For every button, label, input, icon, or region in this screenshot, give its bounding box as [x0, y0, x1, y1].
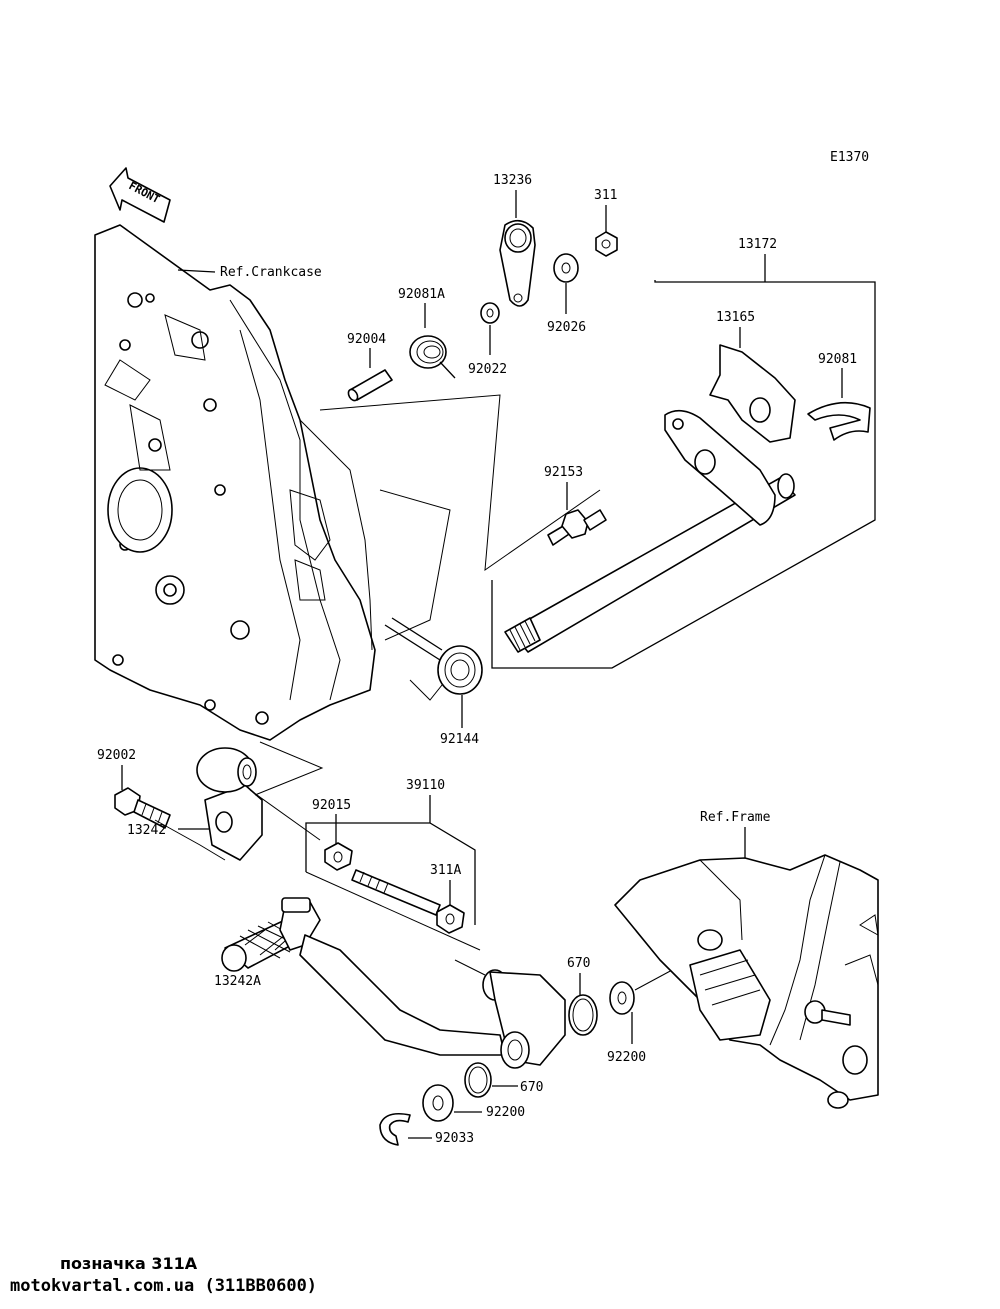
nut-311A	[436, 904, 465, 934]
front-arrow-icon: FRONT	[109, 167, 171, 223]
diagram-code: E1370	[830, 150, 869, 165]
label-92200-bottom: 92200	[486, 1105, 525, 1120]
label-92144: 92144	[440, 732, 479, 747]
lever-13236	[499, 219, 536, 307]
spring-92081A	[409, 335, 456, 379]
washer-92026	[553, 253, 579, 283]
oring-670-top	[568, 994, 598, 1036]
label-311A: 311A	[430, 863, 461, 878]
footer-note: позначка 311А	[60, 1254, 198, 1273]
label-13165: 13165	[716, 310, 755, 325]
washer-92200-bottom	[422, 1084, 454, 1122]
tie-rod	[351, 869, 441, 916]
footer-source: motokvartal.com.ua (311BB0600)	[10, 1276, 318, 1296]
label-92033: 92033	[435, 1131, 474, 1146]
circlip-92033	[379, 1112, 411, 1146]
label-92026: 92026	[547, 320, 586, 335]
label-13172: 13172	[738, 237, 777, 252]
label-92200-right: 92200	[607, 1050, 646, 1065]
label-92081: 92081	[818, 352, 857, 367]
label-92004: 92004	[347, 332, 386, 347]
washer-92200-right	[609, 981, 635, 1015]
spring-92144	[384, 617, 483, 695]
label-92153: 92153	[544, 465, 583, 480]
nut-311	[595, 231, 618, 257]
label-92015: 92015	[312, 798, 351, 813]
plate-13165	[709, 344, 796, 443]
pin-92004	[347, 369, 393, 402]
shift-shaft	[504, 409, 796, 653]
label-92022: 92022	[468, 362, 507, 377]
pedal-joint	[482, 969, 566, 1069]
ref-crankcase-label: Ref.Crankcase	[220, 265, 322, 280]
clip-92081	[807, 401, 871, 441]
label-670-top: 670	[567, 956, 590, 971]
label-92002: 92002	[97, 748, 136, 763]
ref-frame-label: Ref.Frame	[700, 810, 771, 825]
nut-92015	[324, 842, 353, 871]
label-13242: 13242	[127, 823, 166, 838]
pin-92153	[547, 509, 607, 546]
bolt-92002	[114, 787, 171, 829]
label-39110: 39110	[406, 778, 445, 793]
frame-drawing	[614, 854, 879, 1109]
label-13242A: 13242A	[214, 974, 261, 989]
joint-13242	[196, 747, 263, 861]
washer-92022	[480, 302, 500, 324]
crankcase-drawing	[94, 224, 376, 741]
label-92081A: 92081A	[398, 287, 445, 302]
label-13236: 13236	[493, 173, 532, 188]
label-670-bottom: 670	[520, 1080, 543, 1095]
label-311: 311	[594, 188, 617, 203]
